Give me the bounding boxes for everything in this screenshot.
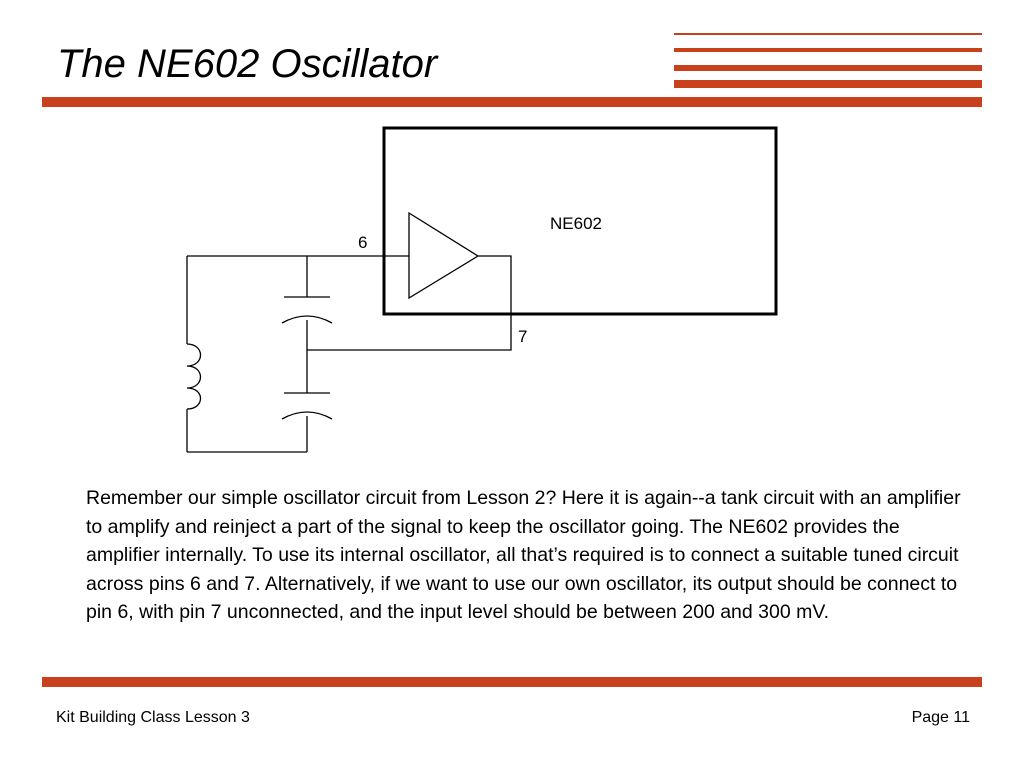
amplifier-triangle-icon [408, 211, 480, 300]
capacitor-upper-icon [281, 296, 333, 324]
slide-title: The NE602 Oscillator [57, 42, 438, 86]
pin-6-label: 6 [358, 233, 367, 252]
header-stripe-2 [674, 48, 982, 52]
inductor-coil-icon [186, 343, 202, 410]
header-stripe-1 [674, 33, 982, 35]
chip-label: NE602 [550, 214, 602, 233]
ne602-chip-box [382, 126, 778, 316]
pin-7-label: 7 [518, 327, 527, 346]
header-rule [42, 97, 982, 107]
capacitor-lower-icon [281, 392, 333, 420]
footer-course-label: Kit Building Class Lesson 3 [56, 709, 250, 726]
header-stripe-4 [674, 80, 982, 88]
circuit-wires [186, 255, 512, 453]
footer-page-number: Page 11 [911, 709, 970, 726]
body-paragraph: Remember our simple oscillator circuit f… [86, 487, 961, 623]
footer-rule [42, 677, 982, 687]
header-stripe-3 [674, 65, 982, 71]
